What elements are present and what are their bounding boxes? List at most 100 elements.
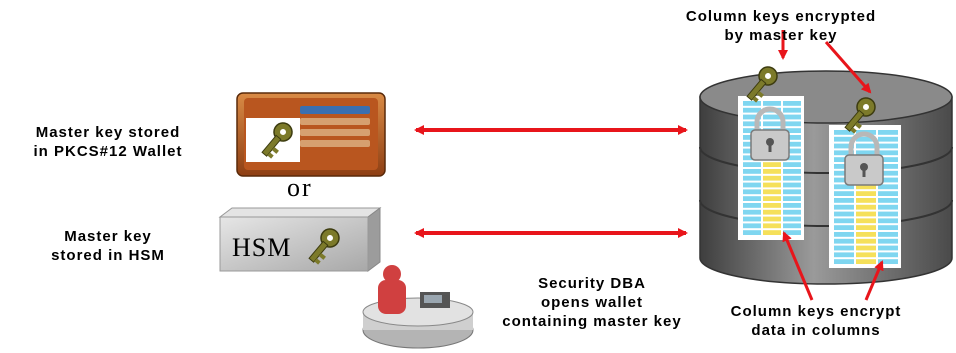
table-cell xyxy=(783,155,801,161)
table-cell xyxy=(783,128,801,133)
encrypted-cell xyxy=(856,191,876,196)
or-label: or xyxy=(287,173,313,202)
wallet-icon xyxy=(236,92,386,177)
table-cell xyxy=(834,245,854,251)
table-cell xyxy=(743,169,761,174)
table-cell xyxy=(856,136,876,142)
table-cell xyxy=(743,189,761,195)
table-cell xyxy=(878,232,898,237)
encrypted-cell xyxy=(856,225,876,230)
table-cell xyxy=(743,230,761,235)
encrypted-cell xyxy=(763,230,781,235)
encrypted-cell xyxy=(763,203,781,208)
table-cell xyxy=(878,238,898,244)
table-cell xyxy=(878,211,898,217)
table-cell xyxy=(878,130,898,135)
table-cell xyxy=(783,203,801,208)
column-keys-encrypted-label: Column keys encrypted by master key xyxy=(685,8,877,44)
table-cell xyxy=(783,141,801,147)
table-cell xyxy=(783,114,801,120)
encrypted-cell xyxy=(856,245,876,251)
table-cell xyxy=(834,225,854,230)
encrypted-cell xyxy=(763,196,781,201)
table-cell xyxy=(783,196,801,201)
table-cell xyxy=(743,101,761,106)
table-cell xyxy=(878,157,898,162)
table-cell xyxy=(834,191,854,196)
table-cell xyxy=(878,184,898,190)
encrypted-cell xyxy=(763,175,781,181)
table-cell xyxy=(783,148,801,154)
encrypted-cell xyxy=(856,252,876,258)
table-cell xyxy=(878,191,898,196)
callout-arrow xyxy=(864,260,884,301)
table-cell xyxy=(878,204,898,210)
table-cell xyxy=(743,182,761,188)
table-cell xyxy=(878,150,898,156)
table-cell xyxy=(763,114,781,120)
encrypted-cell xyxy=(856,184,876,190)
table-cell xyxy=(878,170,898,176)
table-cell xyxy=(834,238,854,244)
table-cell xyxy=(878,225,898,230)
table-cell xyxy=(783,182,801,188)
hsm-box-label: HSM xyxy=(232,233,292,262)
table-cell xyxy=(834,164,854,169)
table-cell xyxy=(878,136,898,142)
operator-icon xyxy=(362,265,474,349)
table-cell xyxy=(834,170,854,176)
table-cell xyxy=(743,121,761,127)
table-cell xyxy=(783,162,801,167)
table-cell xyxy=(834,198,854,203)
table-cell xyxy=(743,203,761,208)
table-cell xyxy=(878,218,898,224)
table-cell xyxy=(834,184,854,190)
table-cell xyxy=(834,218,854,224)
encrypted-cell xyxy=(763,169,781,174)
database-icon xyxy=(699,70,953,285)
table-cell xyxy=(834,177,854,183)
table-cell xyxy=(834,211,854,217)
table-cell xyxy=(834,143,854,149)
table-cell xyxy=(783,175,801,181)
table-cell xyxy=(743,114,761,120)
wallet-label: Master key stored in PKCS#12 Wallet xyxy=(33,124,183,160)
table-cell xyxy=(763,121,781,127)
table-cell xyxy=(878,198,898,203)
table-cell xyxy=(834,157,854,162)
table-cell xyxy=(834,150,854,156)
callout-arrow xyxy=(782,231,814,301)
table-cell xyxy=(783,169,801,174)
encrypted-cell xyxy=(856,232,876,237)
security-dba-label: Security DBA opens wallet containing mas… xyxy=(502,275,682,330)
hsm-box-icon xyxy=(218,207,382,272)
table-cell xyxy=(834,130,854,135)
encrypted-cell xyxy=(856,259,876,264)
table-cell xyxy=(743,162,761,167)
table-cell xyxy=(834,136,854,142)
table-cell xyxy=(783,230,801,235)
encrypted-cell xyxy=(763,223,781,229)
encrypted-cell xyxy=(856,211,876,217)
table-cell xyxy=(856,150,876,156)
encrypted-cell xyxy=(763,189,781,195)
table-cell xyxy=(743,223,761,229)
table-cell xyxy=(834,259,854,264)
table-cell xyxy=(878,259,898,264)
table-cell xyxy=(743,175,761,181)
table-cell xyxy=(834,204,854,210)
table-cell xyxy=(783,101,801,106)
table-cell xyxy=(743,216,761,222)
table-cell xyxy=(783,121,801,127)
table-cell xyxy=(878,252,898,258)
table-cell xyxy=(878,245,898,251)
table-cell xyxy=(783,223,801,229)
encrypted-cell xyxy=(763,182,781,188)
table-cell xyxy=(743,209,761,215)
encrypted-cell xyxy=(856,198,876,203)
table-cell xyxy=(834,252,854,258)
table-cell xyxy=(834,232,854,237)
column-keys-encrypt-label: Column keys encrypt data in columns xyxy=(730,303,902,339)
table-cell xyxy=(856,143,876,149)
table-cell xyxy=(783,135,801,140)
